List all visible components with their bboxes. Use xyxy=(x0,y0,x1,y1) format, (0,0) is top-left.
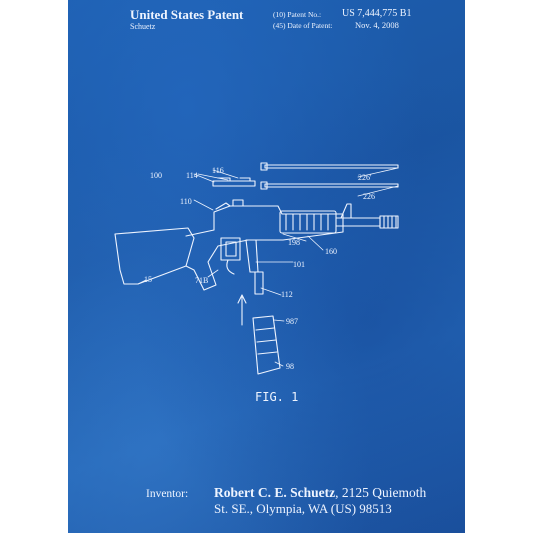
figure-caption: FIG. 1 xyxy=(255,390,299,404)
ref-numeral: 160 xyxy=(325,247,337,256)
patent-inventor-short: Schuetz xyxy=(130,22,156,31)
cleaning-rods xyxy=(260,162,399,190)
ref-numeral: 100 xyxy=(150,171,162,180)
inventor-label: Inventor: xyxy=(146,488,189,500)
patent-date-value: Nov. 4, 2008 xyxy=(355,20,399,30)
ref-numeral: 116 xyxy=(212,166,224,175)
inventor-name: Robert C. E. Schuetz xyxy=(214,485,336,500)
rifle-patent-drawing xyxy=(114,162,399,375)
magazine-and-arrow xyxy=(237,271,281,375)
inventor-address-street: , 2125 Quiemoth xyxy=(335,485,427,500)
ref-numeral: 226 xyxy=(363,192,375,201)
rifle-outline xyxy=(114,199,399,291)
patent-date-label: (45) Date of Patent: xyxy=(273,21,333,30)
patent-title: United States Patent xyxy=(130,7,244,22)
leader-lines xyxy=(137,167,399,367)
patent-number-label: (10) Patent No.: xyxy=(273,10,322,19)
ref-numeral: 112 xyxy=(281,290,293,299)
patent-blueprint-sheet: United States Patent Schuetz (10) Patent… xyxy=(68,0,465,533)
carry-handle xyxy=(212,177,256,187)
ref-numeral: 98 xyxy=(286,362,294,371)
inventor-address-line2: St. SE., Olympia, WA (US) 98513 xyxy=(214,501,392,516)
patent-number-value: US 7,444,775 B1 xyxy=(342,8,412,19)
ref-numeral: 114 xyxy=(186,171,198,180)
inventor-address-line1: Robert C. E. Schuetz, 2125 Quiemoth xyxy=(214,485,426,501)
ref-numeral: 15 xyxy=(144,275,152,284)
ref-numeral: 987 xyxy=(286,317,298,326)
ref-numeral: 198 xyxy=(288,238,300,247)
ref-numeral: 101 xyxy=(293,260,305,269)
ref-numeral: 226' xyxy=(358,173,372,182)
ref-numeral: 110 xyxy=(180,197,192,206)
ref-numeral: 71B xyxy=(195,276,209,285)
